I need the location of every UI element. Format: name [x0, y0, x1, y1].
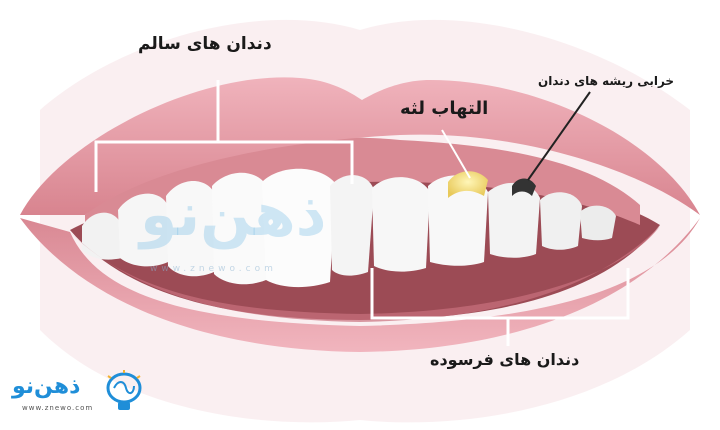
brand-logo: ذهن‌نو www.znewo.com [8, 368, 148, 424]
teeth-row [82, 168, 616, 288]
watermark-brand: ذهن‌نو [140, 180, 327, 250]
healthy-teeth-bracket [94, 80, 354, 192]
gum-pointer-line [441, 129, 471, 179]
watermark-site: www.znewo.com [150, 264, 277, 274]
label-gum-inflammation: التهاب لثه [400, 98, 489, 119]
root-decay-mark [512, 178, 536, 196]
root-pointer-line [527, 91, 591, 181]
label-root-decay: خرابی ریشه های دندان [538, 74, 675, 88]
logo-brand-text: ذهن‌نو [12, 374, 81, 399]
worn-teeth-bracket [370, 268, 630, 346]
label-healthy-teeth: دندان های سالم [138, 34, 272, 54]
logo-site-text: www.znewo.com [22, 404, 94, 412]
label-worn-teeth: دندان های فرسوده [430, 350, 580, 369]
brain-bulb-icon [106, 370, 142, 410]
inflamed-gum-mark [448, 171, 488, 198]
upper-lip [20, 77, 700, 215]
upper-gum [85, 137, 640, 235]
